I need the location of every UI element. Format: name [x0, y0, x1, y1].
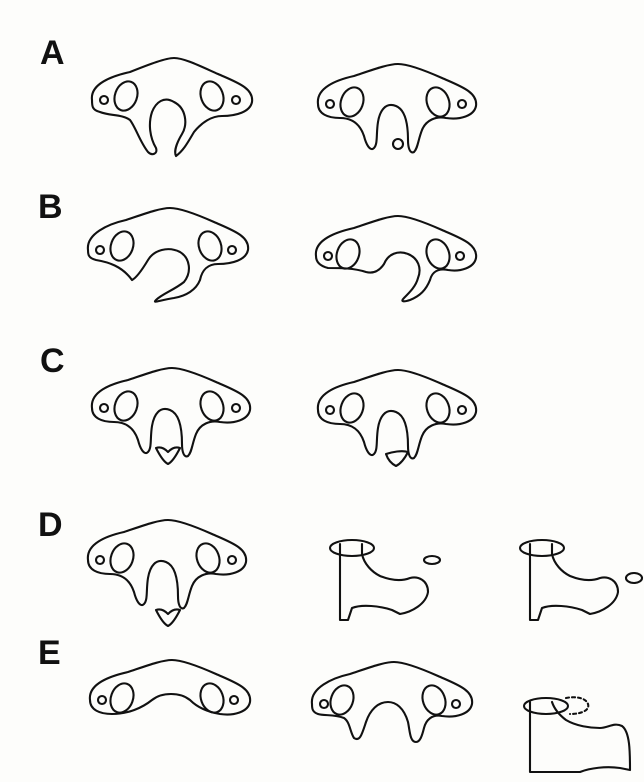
posterior-fragment-d-1: [156, 609, 180, 626]
row-label-d: D: [38, 506, 63, 544]
lateral-view-d-2: [520, 540, 642, 620]
row-label-c: C: [40, 342, 65, 380]
atlas-ring-e-2: [312, 662, 472, 742]
posterior-fragment-c-1: [156, 447, 180, 464]
row-label-e: E: [38, 634, 61, 672]
ossicle-d-1: [424, 556, 440, 564]
atlas-ring-c-2: [318, 370, 476, 458]
atlas-ring-a-1: [92, 58, 252, 156]
posterior-fragment-c-2: [386, 451, 408, 466]
row-label-b: B: [38, 188, 63, 226]
atlas-ring-e-1: [90, 660, 250, 716]
atlas-ring-d-1: [88, 520, 246, 608]
atlas-ring-b-1: [88, 208, 248, 302]
row-label-a: A: [40, 34, 65, 72]
atlas-ring-a-2: [318, 64, 476, 152]
lateral-view-d-1: [330, 540, 428, 620]
lateral-view-e: [524, 697, 630, 772]
atlas-ring-b-2: [316, 216, 476, 301]
atlas-ring-c-1: [92, 368, 250, 456]
